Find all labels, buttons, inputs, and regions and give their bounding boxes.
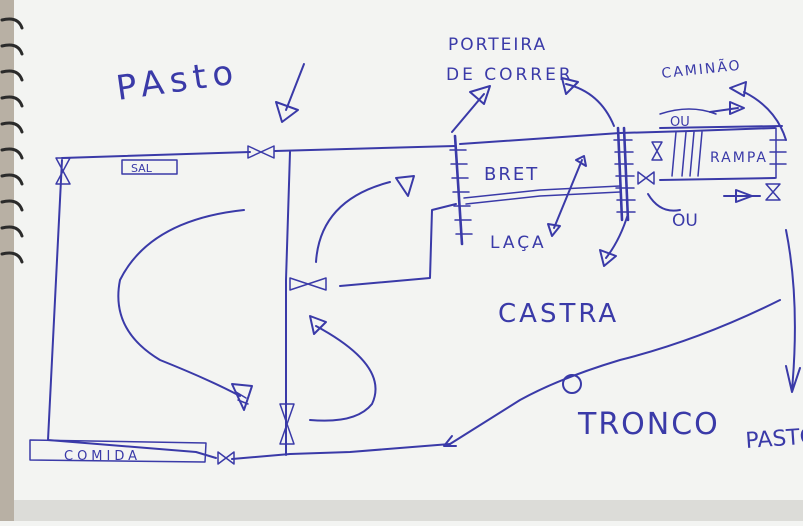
rampa-ramp xyxy=(659,125,787,181)
arrow-caminhao xyxy=(729,81,787,141)
laca-label: LAÇA xyxy=(490,233,547,253)
gate-rampa-entry-bottom xyxy=(637,171,655,185)
ou-bottom-label: OU xyxy=(672,211,698,231)
tronco-circle xyxy=(562,374,582,394)
porteira-label-line2: DE CORRER xyxy=(446,65,574,85)
notebook-paper xyxy=(14,0,803,521)
arrow-lower-middle-curve xyxy=(309,315,377,422)
arrow-pasto-right xyxy=(785,229,801,393)
castra-label: CASTRA xyxy=(498,299,619,329)
arrow-porteira-left xyxy=(451,85,491,133)
spiral-binding xyxy=(0,17,24,264)
gate-bottom-comida xyxy=(217,451,235,465)
gate-top-pasto xyxy=(247,145,275,159)
comida-box xyxy=(29,439,207,463)
rampa-label: RAMPA xyxy=(710,150,768,166)
tronco-path-curve xyxy=(449,299,781,445)
arrow-pasto-down xyxy=(275,63,305,123)
paper-bottom-shadow xyxy=(14,500,803,521)
ou-top-label: OU xyxy=(670,115,690,130)
porteira-label-line1: PORTEIRA xyxy=(448,35,547,55)
gate-divider-middle xyxy=(289,277,327,291)
tronco-path-arrowhead xyxy=(443,435,457,447)
arrow-laca xyxy=(547,155,587,237)
sal-label: SAL xyxy=(131,162,153,175)
tronco-label: TRONCO xyxy=(577,407,720,442)
arrow-porteira-right xyxy=(561,77,615,127)
pasto-right-label: PASTO xyxy=(745,424,803,454)
brete-label: BRET xyxy=(484,164,539,185)
divider-fence xyxy=(285,151,291,456)
arrow-ou-top xyxy=(709,101,745,115)
arrow-upper-middle-curve xyxy=(315,175,415,263)
brete-chute xyxy=(339,126,636,287)
gate-left-wall xyxy=(55,157,71,185)
arrow-left-pen-curve xyxy=(117,209,253,411)
comida-label: COMIDA xyxy=(64,449,141,464)
sal-box xyxy=(121,159,178,175)
arrow-ou-bottom xyxy=(647,189,761,212)
gate-rampa-entry-top xyxy=(651,141,663,161)
arrow-castra xyxy=(599,213,629,267)
gate-divider-bottom xyxy=(279,403,295,445)
gate-right-edge xyxy=(765,183,781,201)
